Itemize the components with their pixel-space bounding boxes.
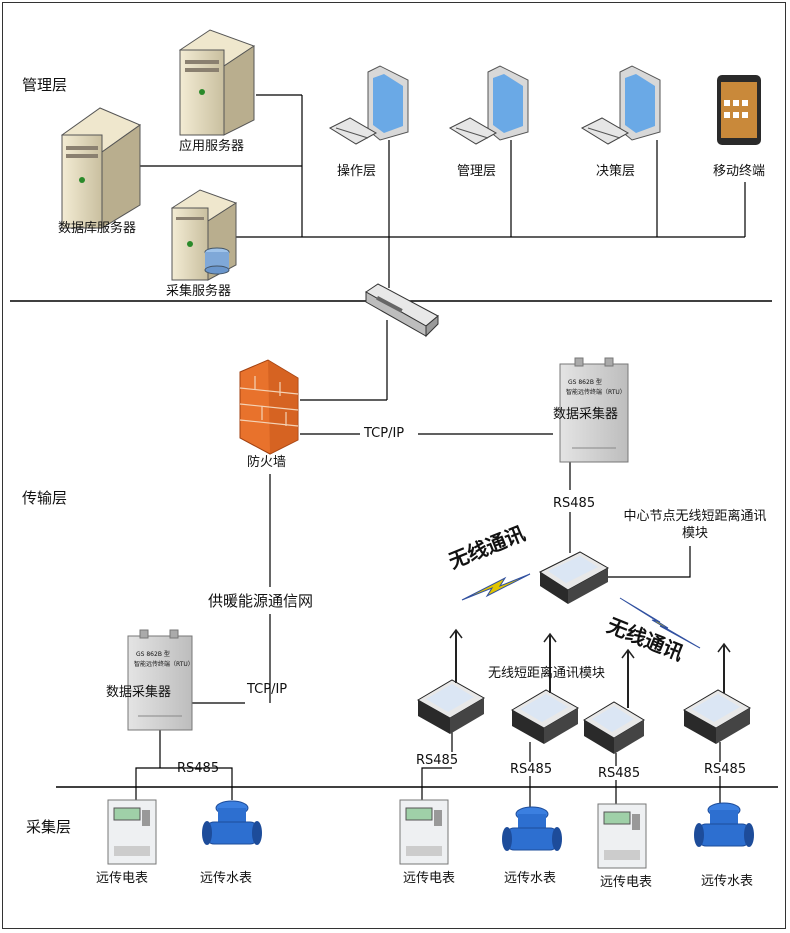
collector-left-sub: 智能远传终端（RTU） [134,661,194,668]
rs485-label-4: RS485 [510,762,553,777]
collect-server-icon [170,189,238,281]
db-server-label: 数据库服务器 [58,221,137,236]
collector-right-sub: 智能远传终端（RTU） [566,389,626,396]
workstation-decision-icon [580,65,661,145]
layer-management-label: 管理层 [22,76,68,94]
tcpip-bottom-label: TCP/IP [247,682,288,697]
water-meter-2-icon [502,806,562,851]
rs485-label-5: RS485 [598,766,641,781]
collect-server-label: 采集服务器 [166,284,232,299]
db-server-icon [60,107,142,229]
meter-label-2: 远传水表 [200,871,253,886]
meter-label-3: 远传电表 [403,871,456,886]
tcpip-top-label: TCP/IP [364,426,405,441]
module-3-icon [583,648,645,754]
meter-label-6: 远传水表 [701,874,754,889]
meter-label-4: 远传水表 [504,871,557,886]
wireless-bolt-1 [461,573,531,601]
rs485-label-1: RS485 [553,496,596,511]
collector-left-label: 数据采集器 [106,685,172,700]
mobile-terminal-icon [717,75,761,145]
collector-left-icon [127,629,193,731]
center-module-icon [538,551,610,604]
workstation-operation-icon [328,65,409,145]
water-meter-3-icon [694,802,754,847]
mobile-label: 移动终端 [713,164,766,179]
firewall-icon [239,359,299,455]
collector-right-label: 数据采集器 [553,407,619,422]
module-2-icon [510,632,580,744]
layer-collection-label: 采集层 [26,818,72,836]
management-ws-label: 管理层 [457,164,497,179]
collector-left-model: GS 862B 型 [136,651,170,658]
short-module-label: 无线短距离通讯模块 [488,666,606,681]
app-server-label: 应用服务器 [179,139,245,154]
rs485-label-6: RS485 [704,762,747,777]
module-1-icon [416,628,486,734]
meter-label-5: 远传电表 [600,875,653,890]
network-switch-icon [365,283,439,338]
heating-net-label: 供暖能源通信网 [208,592,314,610]
collector-right-icon [559,357,629,463]
wireless-bolt-2 [619,597,701,649]
meter-label-1: 远传电表 [96,871,149,886]
center-module-label: 中心节点无线短距离通讯模块 [623,509,767,541]
electric-meter-2-icon [399,799,449,865]
module-4-icon [682,642,752,744]
firewall-label: 防火墙 [247,455,287,470]
layer-transport-label: 传输层 [22,489,68,507]
electric-meter-3-icon [597,803,647,869]
workstation-management-icon [448,65,529,145]
decision-label: 决策层 [596,164,636,179]
app-server-icon [178,29,256,136]
operation-label: 操作层 [337,164,377,179]
rs485-label-2: RS485 [177,761,220,776]
collector-right-model: GS 862B 型 [568,379,602,386]
electric-meter-1-icon [107,799,157,865]
water-meter-1-icon [202,800,262,845]
rs485-label-3: RS485 [416,753,459,768]
